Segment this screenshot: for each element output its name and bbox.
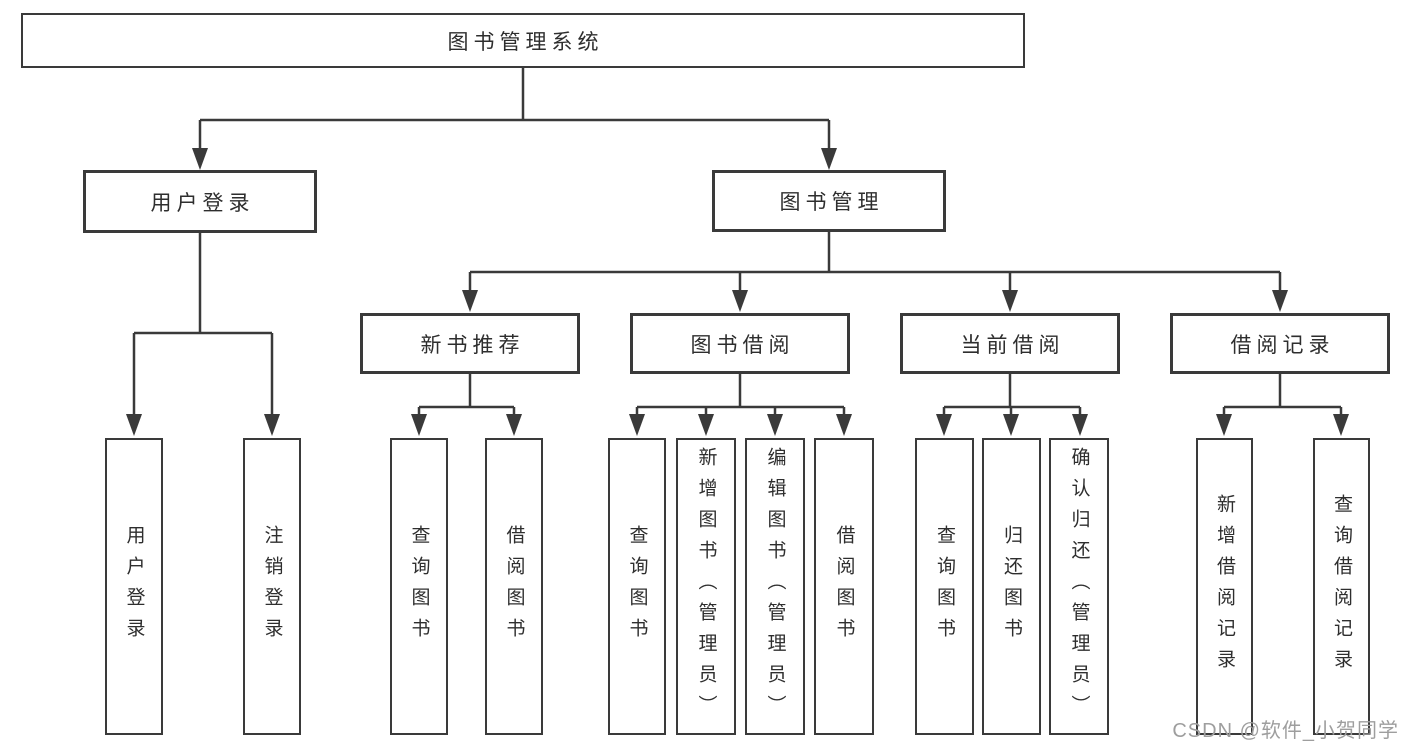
leaf-query-books-recommend: 查询图书 (390, 438, 448, 735)
leaf-query-books-borrowing: 查询图书 (608, 438, 666, 735)
csdn-watermark: CSDN @软件_小贺同学 (1172, 720, 1399, 742)
node-book-borrowing: 图书借阅 (630, 313, 850, 374)
leaf-confirm-return-admin: 确认归还（管理员） (1049, 438, 1109, 735)
leaf-edit-books-admin: 编辑图书（管理员） (745, 438, 805, 735)
leaf-logout: 注销登录 (243, 438, 301, 735)
leaf-borrow-books: 借阅图书 (814, 438, 874, 735)
leaf-query-books-current: 查询图书 (915, 438, 974, 735)
leaf-add-borrow-record: 新增借阅记录 (1196, 438, 1253, 735)
node-current-borrowing: 当前借阅 (900, 313, 1120, 374)
leaf-add-books-admin: 新增图书（管理员） (676, 438, 736, 735)
leaf-user-login: 用户登录 (105, 438, 163, 735)
node-new-book-recommendation: 新书推荐 (360, 313, 580, 374)
node-user-login: 用户登录 (83, 170, 317, 233)
node-book-management: 图书管理 (712, 170, 946, 232)
leaf-borrow-books-recommend: 借阅图书 (485, 438, 543, 735)
node-root-system: 图书管理系统 (21, 13, 1025, 68)
node-borrowing-records: 借阅记录 (1170, 313, 1390, 374)
leaf-query-borrow-record: 查询借阅记录 (1313, 438, 1370, 735)
leaf-return-books: 归还图书 (982, 438, 1041, 735)
